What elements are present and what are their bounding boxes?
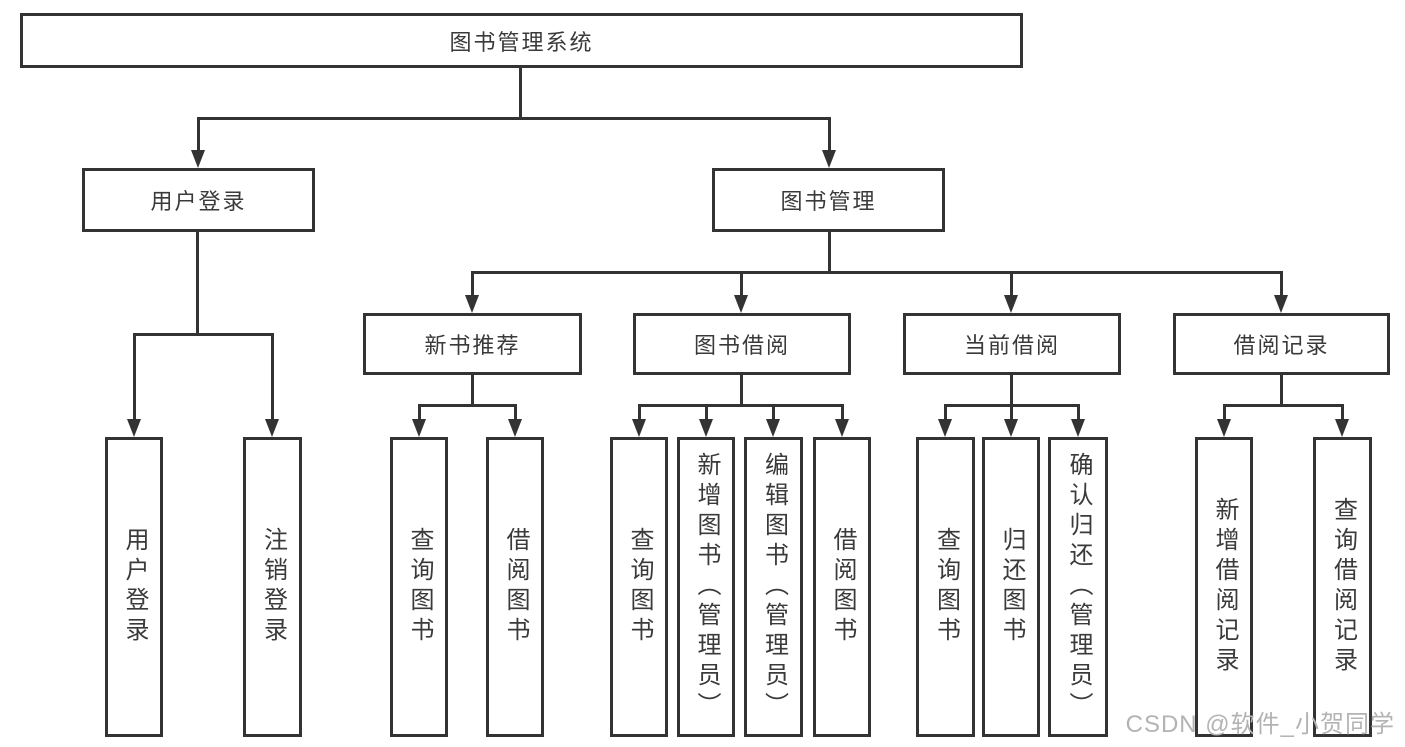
node-label: 图书管理 <box>780 189 877 214</box>
leaf-label: 用户登录 <box>121 527 148 647</box>
leaf-query-book-borrowing: 查询图书 <box>610 437 668 737</box>
arrow-down-icon <box>938 419 952 437</box>
leaf-add-borrow-record: 新增借阅记录 <box>1195 437 1253 737</box>
arrow-down-icon <box>1071 419 1085 437</box>
arrow-down-icon <box>1335 419 1349 437</box>
leaf-label: 确认归还（管理员） <box>1065 452 1092 722</box>
node-borrowing-records: 借阅记录 <box>1173 313 1390 375</box>
node-label: 图书管理系统 <box>449 29 594 55</box>
node-label: 图书借阅 <box>693 333 790 358</box>
connector-line <box>638 404 641 419</box>
arrow-down-icon <box>465 295 479 313</box>
connector-line <box>471 271 1282 274</box>
connector-line <box>638 404 844 407</box>
arrow-down-icon <box>1274 295 1288 313</box>
arrow-down-icon <box>1217 419 1231 437</box>
connector-line <box>1341 404 1344 419</box>
node-user-login: 用户登录 <box>82 168 315 232</box>
leaf-label: 查询图书 <box>626 527 653 647</box>
arrow-down-icon <box>508 419 522 437</box>
connector-line <box>418 404 517 407</box>
connector-line <box>1223 404 1226 419</box>
arrow-down-icon <box>1004 419 1018 437</box>
arrow-down-icon <box>127 419 141 437</box>
node-label: 新书推荐 <box>424 333 521 358</box>
leaf-query-book-current: 查询图书 <box>916 437 975 737</box>
connector-line <box>1010 271 1013 295</box>
connector-line <box>1280 372 1283 406</box>
connector-line <box>1010 404 1013 419</box>
arrow-down-icon <box>412 419 426 437</box>
leaf-borrow-book-borrowing: 借阅图书 <box>813 437 871 737</box>
leaf-label: 查询图书 <box>406 527 433 647</box>
connector-line <box>133 333 274 336</box>
leaf-label: 注销登录 <box>259 527 287 647</box>
arrow-down-icon <box>1004 295 1018 313</box>
connector-line <box>705 404 708 419</box>
connector-line <box>841 404 844 419</box>
node-label: 用户登录 <box>150 189 247 214</box>
connector-line <box>514 404 517 419</box>
watermark: CSDN @软件_小贺同学 <box>1125 711 1395 738</box>
node-book-borrowing: 图书借阅 <box>633 313 851 375</box>
arrow-down-icon <box>822 150 836 168</box>
connector-line <box>772 404 775 419</box>
arrow-down-icon <box>734 295 748 313</box>
connector-line <box>198 117 831 120</box>
connector-line <box>471 372 474 406</box>
connector-line <box>828 117 831 150</box>
arrow-down-icon <box>699 419 713 437</box>
node-library-management-system: 图书管理系统 <box>20 13 1023 68</box>
leaf-label: 借阅图书 <box>829 527 856 647</box>
connector-line <box>944 404 947 419</box>
arrow-down-icon <box>632 419 646 437</box>
connector-line <box>828 230 831 274</box>
leaf-label: 编辑图书（管理员） <box>760 452 788 722</box>
leaf-edit-book-admin: 编辑图书（管理员） <box>744 437 803 737</box>
leaf-return-book: 归还图书 <box>982 437 1040 737</box>
connector-line <box>418 404 421 419</box>
connector-line <box>1010 372 1013 406</box>
connector-line <box>1280 271 1283 295</box>
leaf-label: 借阅图书 <box>502 527 529 647</box>
node-book-management: 图书管理 <box>712 168 945 232</box>
connector-line <box>740 372 743 406</box>
leaf-add-book-admin: 新增图书（管理员） <box>677 437 735 737</box>
node-label: 借阅记录 <box>1233 333 1330 358</box>
connector-line <box>1077 404 1080 419</box>
leaf-query-borrow-record: 查询借阅记录 <box>1313 437 1372 737</box>
connector-line <box>471 271 474 295</box>
leaf-logout-login: 注销登录 <box>243 437 302 737</box>
leaf-label: 查询图书 <box>932 527 960 647</box>
leaf-label: 新增借阅记录 <box>1211 497 1238 677</box>
arrow-down-icon <box>766 419 780 437</box>
node-new-book-recommend: 新书推荐 <box>363 313 582 375</box>
leaf-confirm-return-admin: 确认归还（管理员） <box>1048 437 1108 737</box>
connector-line <box>740 271 743 295</box>
node-current-borrowing: 当前借阅 <box>903 313 1121 375</box>
leaf-query-book-newbook: 查询图书 <box>390 437 448 737</box>
connector-line <box>271 333 274 419</box>
arrow-down-icon <box>191 150 205 168</box>
connector-line <box>196 230 199 334</box>
connector-line <box>133 333 136 419</box>
arrow-down-icon <box>265 419 279 437</box>
leaf-label: 归还图书 <box>998 527 1025 647</box>
connector-line <box>1223 404 1344 407</box>
leaf-label: 新增图书（管理员） <box>693 452 720 722</box>
leaf-user-login: 用户登录 <box>105 437 163 737</box>
arrow-down-icon <box>835 419 849 437</box>
leaf-label: 查询借阅记录 <box>1329 497 1357 677</box>
leaf-borrow-book-newbook: 借阅图书 <box>486 437 544 737</box>
connector-line <box>197 117 200 150</box>
node-label: 当前借阅 <box>963 333 1060 358</box>
connector-line <box>519 67 522 119</box>
